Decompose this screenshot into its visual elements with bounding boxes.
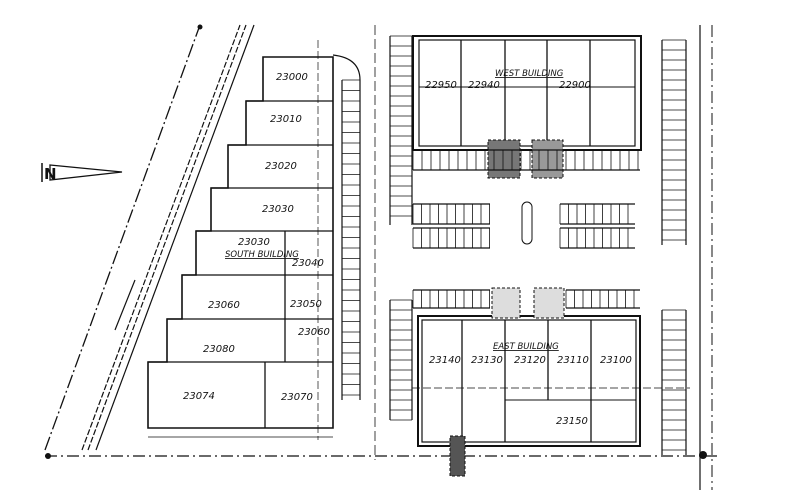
parking-stalls [341, 35, 687, 455]
island [521, 201, 533, 245]
south-building: 23000 23010 23020 23030 23030 SOUTH BUIL… [147, 40, 361, 440]
unit-label: 23074 [183, 391, 215, 402]
unit-label: 23150 [556, 416, 588, 427]
unit-label: 23130 [471, 355, 503, 366]
west-building: WEST BUILDING 22950 22940 22900 [412, 35, 642, 179]
unit-label: 23000 [276, 72, 308, 83]
unit-label: 22940 [468, 80, 500, 91]
west-building-title: WEST BUILDING [495, 69, 564, 79]
unit-label: 23060 [208, 300, 240, 311]
unit-label: 22950 [425, 80, 457, 91]
unit-label: 23080 [203, 344, 235, 355]
unit-label: 23050 [290, 299, 322, 310]
unit-label: 23040 [292, 258, 324, 269]
north-arrow: N [41, 163, 123, 183]
unit-label: 23070 [281, 392, 313, 403]
east-building: EAST BUILDING 23140 23130 23120 23110 23… [412, 287, 690, 477]
unit-label: 23030 [238, 237, 270, 248]
unit-label: 22900 [559, 80, 591, 91]
unit-label: 23110 [557, 355, 589, 366]
unit-label: 23140 [429, 355, 461, 366]
north-label: N [44, 165, 57, 183]
road-lines [44, 24, 720, 490]
unit-label: 23120 [514, 355, 546, 366]
east-building-title: EAST BUILDING [493, 342, 559, 352]
unit-label: 23060 [298, 327, 330, 338]
unit-label: 23010 [270, 114, 302, 125]
unit-label: 23100 [600, 355, 632, 366]
unit-label: 23030 [262, 204, 294, 215]
south-building-title: SOUTH BUILDING [225, 250, 299, 260]
unit-label: 23020 [265, 161, 297, 172]
